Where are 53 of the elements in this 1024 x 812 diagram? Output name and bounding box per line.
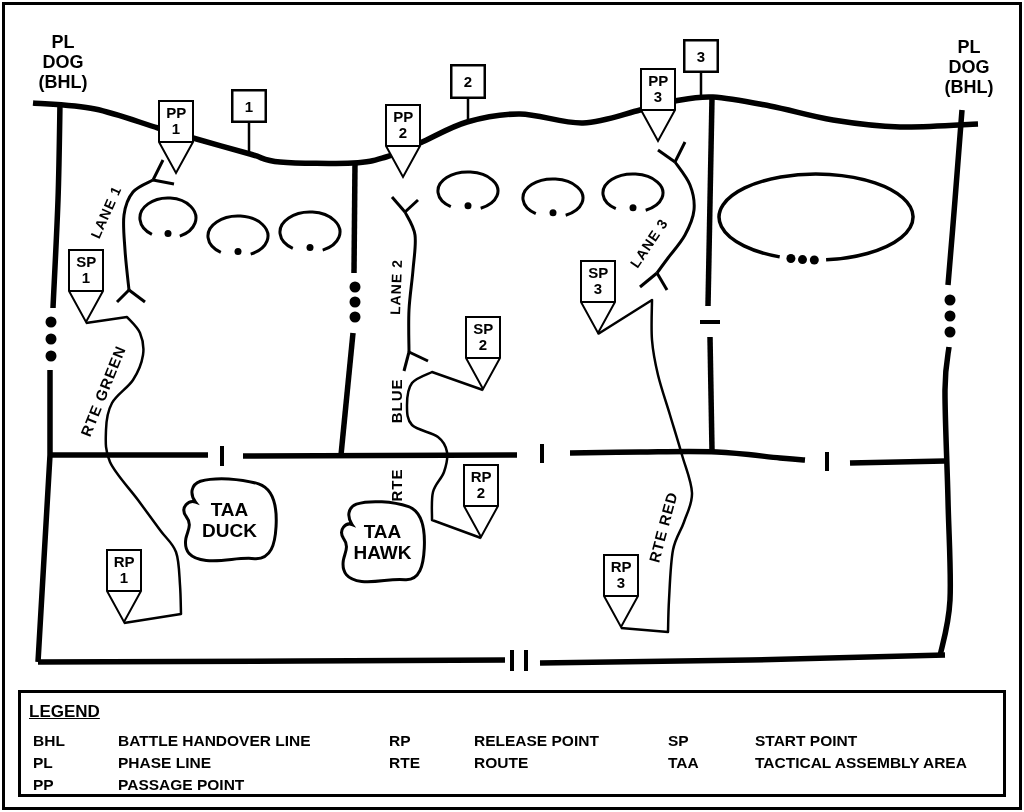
marker-label: PP 1 bbox=[166, 105, 186, 137]
marker-label: RP 1 bbox=[113, 554, 135, 586]
passage-point-marker bbox=[385, 104, 421, 178]
abbreviation-text: PL bbox=[33, 754, 53, 772]
release-point-marker bbox=[603, 554, 639, 628]
abbreviation-text: PP bbox=[33, 776, 54, 794]
route-line bbox=[405, 370, 484, 540]
abbreviation-text: BHL bbox=[33, 732, 65, 750]
marker-label: SP 2 bbox=[473, 321, 493, 353]
area-label: TAA DUCK bbox=[202, 498, 257, 541]
marker-number: 3 bbox=[696, 47, 706, 65]
route-label: RTE BLUE bbox=[387, 378, 405, 502]
leader-line bbox=[247, 123, 251, 154]
numbered-marker bbox=[450, 64, 486, 99]
phase-line-label: PL DOG (BHL) bbox=[38, 32, 88, 92]
route-line bbox=[597, 298, 694, 634]
marker-label: RP 2 bbox=[470, 469, 492, 501]
numbered-marker bbox=[231, 89, 267, 123]
abbreviation-text: RTE bbox=[389, 754, 420, 772]
definition-text: RELEASE POINT bbox=[474, 732, 599, 750]
leader-line bbox=[466, 99, 470, 122]
marker-label: SP 3 bbox=[588, 265, 608, 297]
start-point-marker bbox=[580, 260, 616, 334]
definition-text: BATTLE HANDOVER LINE bbox=[118, 732, 311, 750]
phase-line-label: PL DOG (BHL) bbox=[944, 37, 994, 97]
marker-label: SP 1 bbox=[76, 254, 96, 286]
lane-label: LANE 2 bbox=[387, 258, 405, 316]
route-label: RTE RED bbox=[645, 489, 681, 565]
numbered-marker bbox=[683, 39, 719, 73]
passage-point-marker bbox=[158, 100, 194, 174]
area-label: TAA HAWK bbox=[353, 520, 412, 563]
marker-label: RP 3 bbox=[610, 559, 632, 591]
definition-text: ROUTE bbox=[474, 754, 529, 772]
marker-number: 2 bbox=[463, 73, 473, 90]
definition-text: PASSAGE POINT bbox=[118, 776, 245, 794]
definition-text: START POINT bbox=[755, 732, 858, 750]
definition-text: TACTICAL ASSEMBLY AREA bbox=[755, 754, 967, 772]
abbreviation-text: TAA bbox=[668, 754, 699, 772]
marker-label: PP 2 bbox=[393, 109, 413, 141]
definition-text: PHASE LINE bbox=[118, 754, 211, 772]
abbreviation-text: RP bbox=[389, 732, 411, 750]
abbreviation-text: SP bbox=[668, 732, 689, 750]
assembly-area-outline bbox=[339, 499, 426, 584]
route-line bbox=[85, 315, 183, 625]
legend-title: LEGEND bbox=[29, 703, 100, 721]
passage-point-marker bbox=[640, 68, 676, 142]
start-point-marker bbox=[465, 316, 501, 390]
marker-number: 1 bbox=[244, 97, 254, 115]
assembly-area-outline bbox=[181, 476, 278, 563]
start-point-marker bbox=[68, 249, 104, 323]
release-point-marker bbox=[463, 464, 499, 538]
marker-label: PP 3 bbox=[648, 73, 668, 105]
release-point-marker bbox=[106, 549, 142, 623]
